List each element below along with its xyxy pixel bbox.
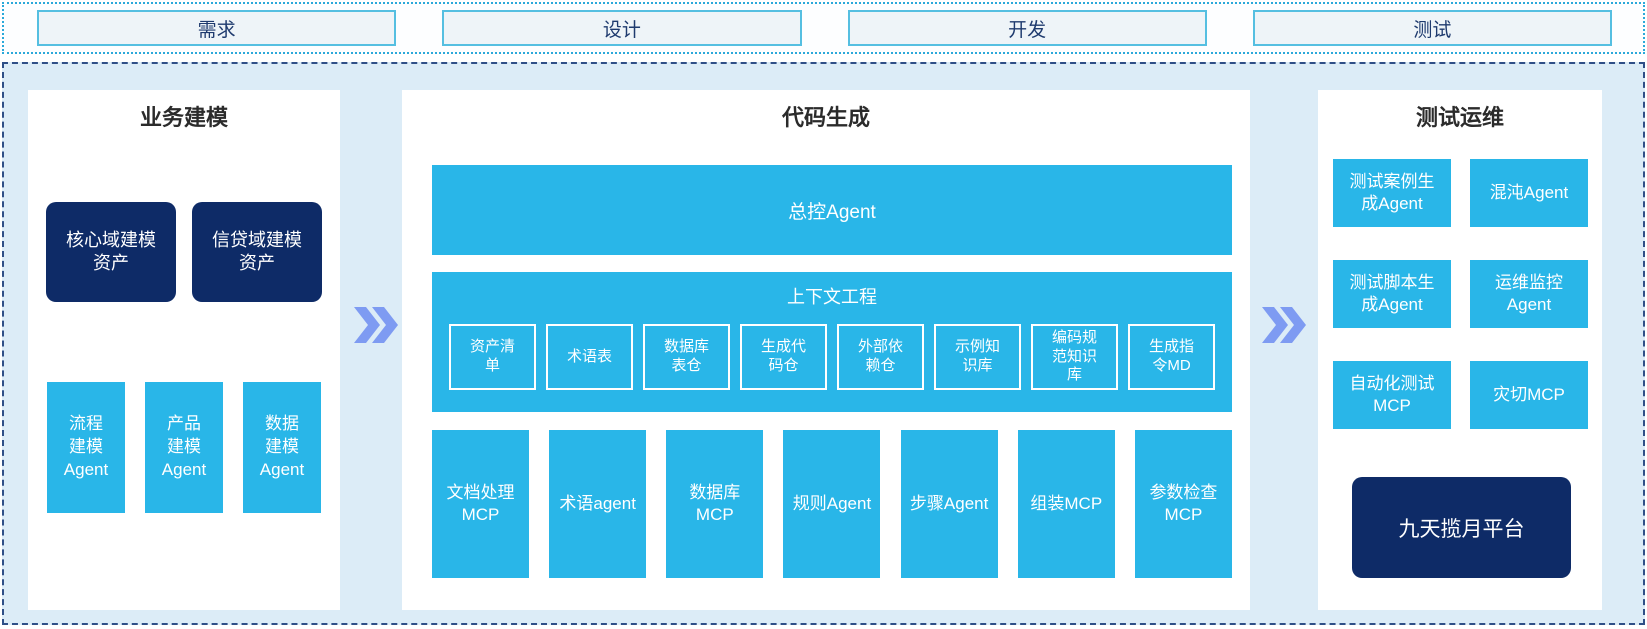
modeling-agent-row: 流程建模Agent 产品建模Agent 数据建模Agent — [28, 382, 340, 513]
data-modeling-agent-box: 数据建模Agent — [243, 382, 321, 513]
product-modeling-agent-box: 产品建模Agent — [145, 382, 223, 513]
phase-box-testing: 测试 — [1252, 10, 1612, 46]
code-generation-panel: 代码生成 总控Agent 上下文工程 资产清单 术语表 数据库表仓 生成代码仓 … — [402, 90, 1250, 610]
disaster-switch-mcp-box: 灾切MCP — [1470, 361, 1588, 429]
master-control-agent-bar: 总控Agent — [432, 165, 1232, 255]
test-ops-title: 测试运维 — [1415, 105, 1504, 130]
phase-strip: 需求 设计 开发 测试 — [2, 2, 1645, 54]
rule-agent-box: 规则Agent — [783, 430, 881, 578]
step-agent-box: 步骤Agent — [900, 430, 998, 578]
business-modeling-panel: 业务建模 核心域建模资产 信贷域建模资产 流程建模Agent 产品建模Agent… — [28, 90, 340, 610]
context-item-row: 资产清单 术语表 数据库表仓 生成代码仓 外部依赖仓 示例知识库 编码规范知识库… — [449, 324, 1215, 390]
main-container: 业务建模 核心域建模资产 信贷域建模资产 流程建模Agent 产品建模Agent… — [2, 62, 1645, 625]
jiutian-lanyue-platform-box: 九天揽月平台 — [1352, 477, 1571, 578]
phase-box-development: 开发 — [847, 10, 1207, 46]
code-generation-title: 代码生成 — [781, 105, 870, 130]
credit-domain-assets-box: 信贷域建模资产 — [192, 202, 322, 302]
mcp-agent-row: 文档处理MCP 术语agent 数据库MCP 规则Agent 步骤Agent 组… — [432, 430, 1232, 578]
external-dependency-repo-box: 外部依赖仓 — [837, 324, 924, 390]
context-engineering-title: 上下文工程 — [787, 287, 877, 307]
phase-box-requirements: 需求 — [37, 10, 397, 46]
doc-processing-mcp-box: 文档处理MCP — [432, 430, 529, 578]
coding-standard-knowledge-base-box: 编码规范知识库 — [1031, 324, 1118, 390]
flow-arrow-icon — [1260, 306, 1306, 344]
asset-list-box: 资产清单 — [449, 324, 536, 390]
test-script-generation-agent-box: 测试脚本生成Agent — [1333, 260, 1451, 328]
generated-code-repo-box: 生成代码仓 — [740, 324, 827, 390]
test-ops-panel: 测试运维 测试案例生成Agent 混沌Agent 测试脚本生成Agent 运维监… — [1318, 90, 1602, 610]
param-check-mcp-box: 参数检查MCP — [1134, 430, 1232, 578]
glossary-box: 术语表 — [546, 324, 633, 390]
asset-box-row: 核心域建模资产 信贷域建模资产 — [28, 202, 340, 302]
flow-arrow-icon — [352, 306, 398, 344]
automated-testing-mcp-box: 自动化测试MCP — [1333, 361, 1451, 429]
generation-instruction-md-box: 生成指令MD — [1128, 324, 1215, 390]
process-modeling-agent-box: 流程建模Agent — [47, 382, 125, 513]
chaos-agent-box: 混沌Agent — [1470, 159, 1588, 227]
phase-box-design: 设计 — [442, 10, 802, 46]
core-domain-assets-box: 核心域建模资产 — [46, 202, 176, 302]
test-ops-grid: 测试案例生成Agent 混沌Agent 测试脚本生成Agent 运维监控Agen… — [1333, 159, 1588, 429]
assembly-mcp-box: 组装MCP — [1017, 430, 1115, 578]
test-case-generation-agent-box: 测试案例生成Agent — [1333, 159, 1451, 227]
context-engineering-box: 上下文工程 资产清单 术语表 数据库表仓 生成代码仓 外部依赖仓 示例知识库 编… — [432, 272, 1232, 412]
example-knowledge-base-box: 示例知识库 — [934, 324, 1021, 390]
glossary-agent-box: 术语agent — [549, 430, 647, 578]
database-mcp-box: 数据库MCP — [666, 430, 764, 578]
db-table-repo-box: 数据库表仓 — [643, 324, 730, 390]
business-modeling-title: 业务建模 — [139, 105, 228, 130]
ops-monitoring-agent-box: 运维监控Agent — [1470, 260, 1588, 328]
